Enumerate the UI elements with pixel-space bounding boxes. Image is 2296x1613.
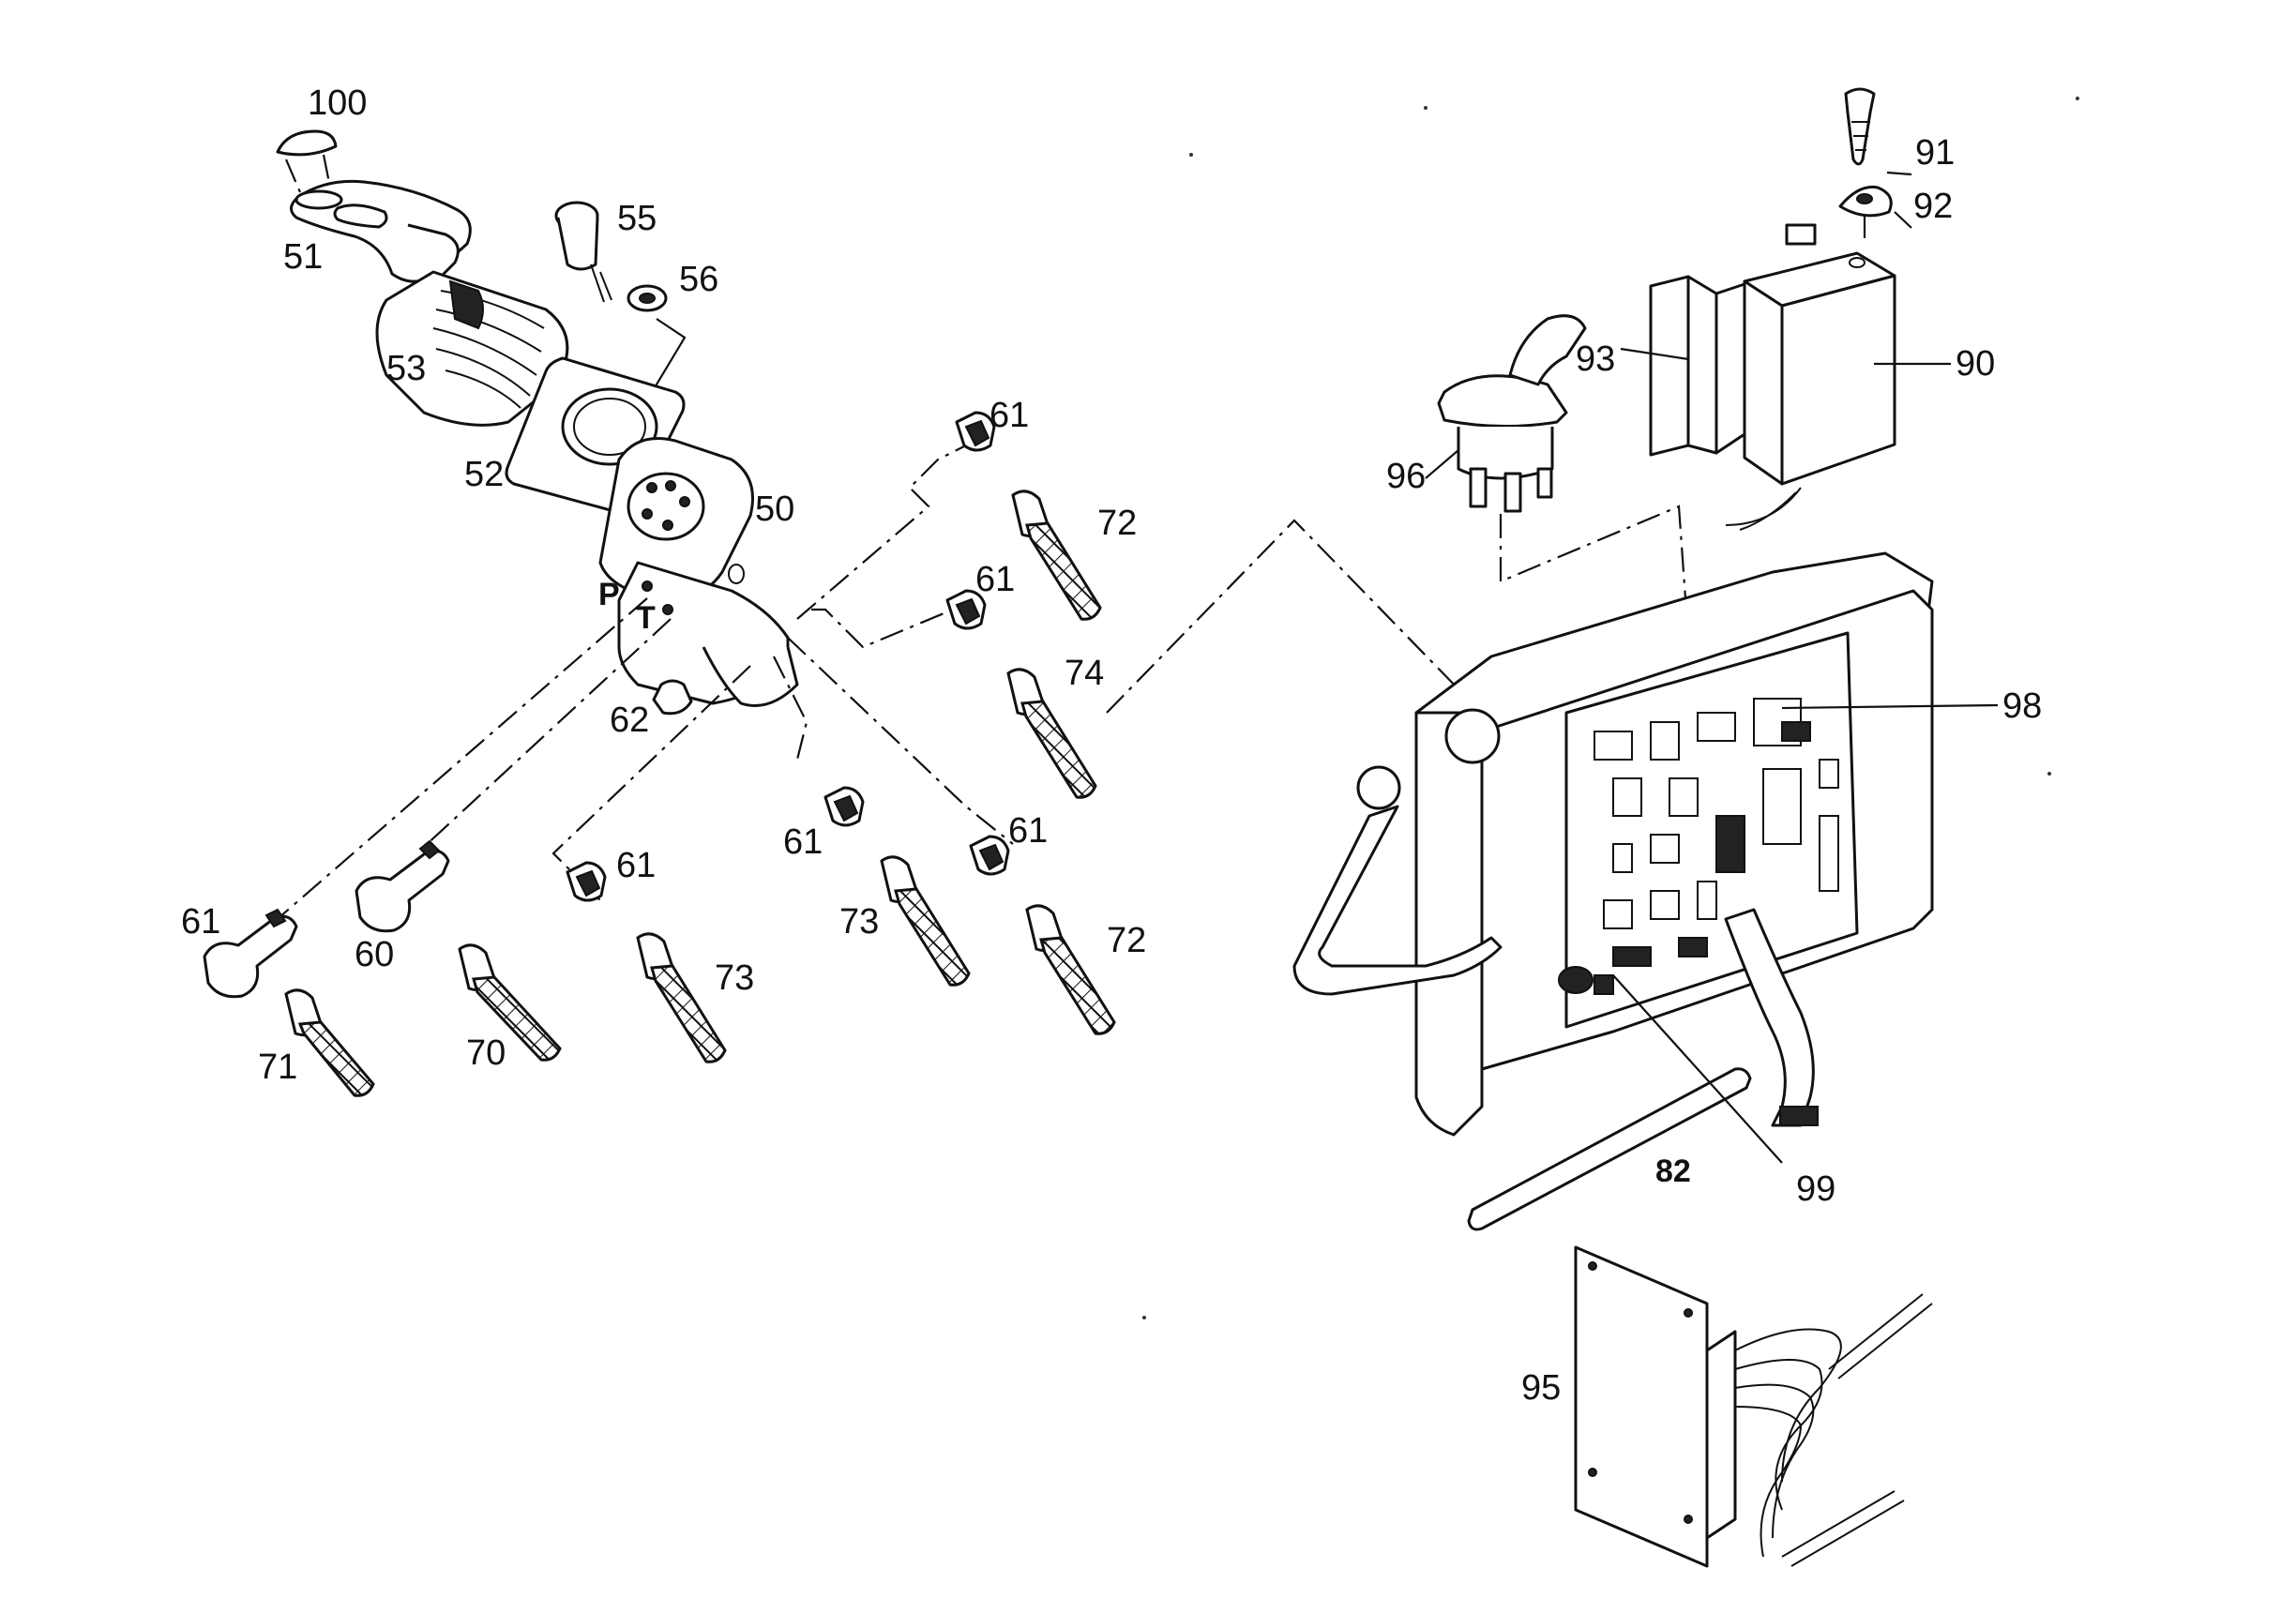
- routing-line-c: [787, 637, 1014, 845]
- routing-line-t: [421, 618, 672, 850]
- hose-74: [1006, 668, 1097, 799]
- label-61-lower-right: 61: [1008, 811, 1048, 851]
- part-91-screw: [1844, 87, 1876, 166]
- part-55-screw: [554, 201, 612, 303]
- label-98: 98: [2002, 686, 2042, 726]
- label-55: 55: [617, 199, 657, 238]
- label-71: 71: [258, 1048, 297, 1087]
- label-56: 56: [679, 260, 718, 299]
- label-50: 50: [755, 490, 794, 529]
- label-61-lower-left: 61: [616, 846, 656, 885]
- part-96-switch: [1437, 314, 1690, 639]
- label-72-upper: 72: [1097, 504, 1137, 543]
- routing-line-b: [773, 656, 808, 761]
- label-51: 51: [283, 237, 323, 277]
- label-82: 82: [1655, 1153, 1691, 1189]
- hose-73-left: [636, 932, 727, 1063]
- part-100-cap: [276, 129, 338, 193]
- fitting-61-lower-left: [566, 861, 607, 902]
- label-62: 62: [610, 701, 649, 740]
- label-100: 100: [308, 83, 367, 123]
- label-99: 99: [1796, 1169, 1835, 1209]
- label-p-port: P: [598, 577, 620, 612]
- hose-72-upper: [1011, 490, 1102, 621]
- part-51-handle: [290, 179, 472, 283]
- label-93: 93: [1576, 339, 1615, 379]
- label-61-middle: 61: [975, 560, 1015, 599]
- label-73-left: 73: [715, 958, 754, 998]
- label-61-lower-mid: 61: [783, 822, 823, 862]
- routing-line-e: [811, 598, 976, 649]
- label-73-right: 73: [839, 902, 879, 942]
- label-92: 92: [1913, 187, 1953, 226]
- fitting-61-lower-mid: [823, 786, 865, 827]
- label-95: 95: [1521, 1368, 1561, 1408]
- hose-71: [284, 988, 375, 1097]
- hose-72-lower: [1025, 904, 1116, 1035]
- part-53-boot: [375, 270, 569, 427]
- label-t-port: T: [636, 600, 656, 636]
- hose-73-right: [880, 855, 971, 987]
- part-92-nut: [1838, 185, 1893, 246]
- label-52: 52: [464, 455, 504, 494]
- routing-line-f: [1106, 519, 1464, 714]
- fitting-60-elbow: [355, 839, 450, 933]
- hose-70: [458, 943, 562, 1062]
- circuit-board: [1594, 698, 1839, 995]
- label-72-lower: 72: [1107, 921, 1146, 960]
- joystick-assembly: [271, 129, 1464, 925]
- part-90-box: [1725, 223, 1896, 531]
- fitting-61-upper: [955, 411, 996, 452]
- label-96: 96: [1386, 457, 1426, 496]
- routing-line-p: [271, 597, 648, 925]
- fitting-61-elbow: [203, 908, 298, 999]
- fitting-61-middle: [945, 589, 987, 630]
- fitting-61-lower-right: [969, 835, 1010, 876]
- part-82-rod: [1467, 1067, 1752, 1231]
- label-70: 70: [466, 1033, 506, 1073]
- label-61-elbow: 61: [181, 902, 220, 942]
- label-91: 91: [1915, 133, 1955, 173]
- part-62-plug: [652, 679, 693, 716]
- control-housing: [1292, 551, 1934, 1231]
- routing-line-d: [796, 435, 986, 620]
- part-95-panel: [1574, 1245, 1933, 1568]
- label-74: 74: [1065, 654, 1104, 693]
- part-93-bracket: [1649, 275, 1746, 457]
- label-61-upper: 61: [989, 396, 1029, 435]
- part-50-body: [598, 437, 799, 707]
- label-53: 53: [386, 349, 426, 388]
- label-60: 60: [355, 935, 394, 974]
- label-90: 90: [1956, 344, 1995, 384]
